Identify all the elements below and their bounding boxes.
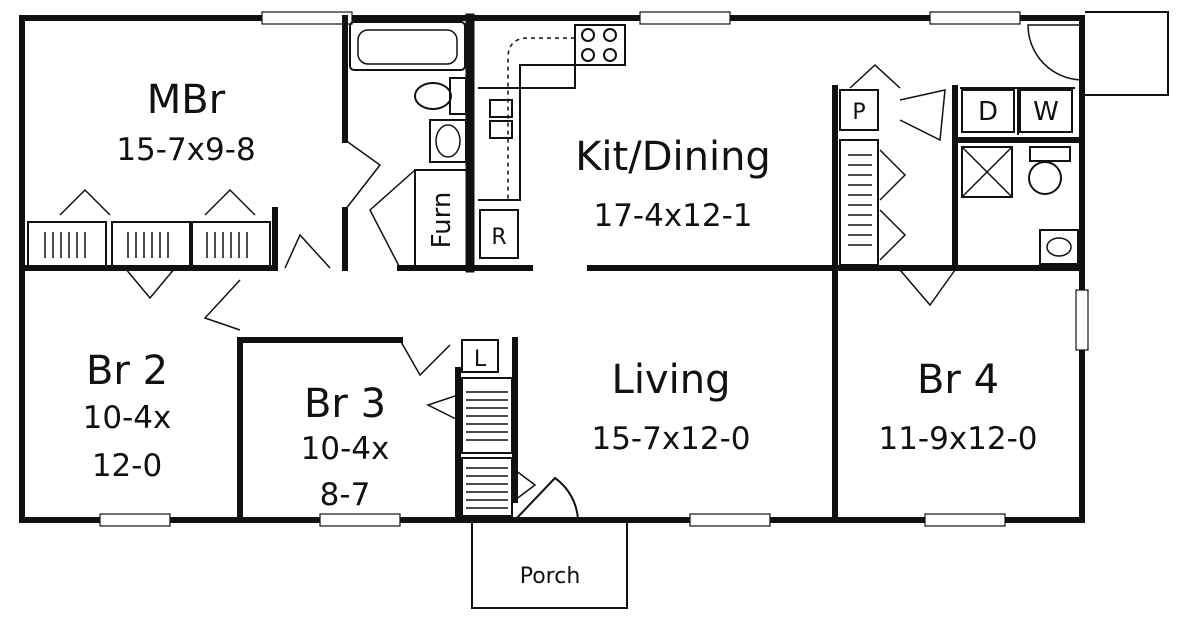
- dryer-label: D: [978, 97, 998, 127]
- furnace-label: Furn: [427, 192, 457, 249]
- living-name: Living: [612, 357, 731, 403]
- pantry-label: P: [852, 100, 865, 125]
- kitchen-fixtures: [414, 24, 626, 269]
- doors: [59, 63, 1078, 521]
- br2-name: Br 2: [86, 348, 168, 394]
- linen-label: L: [474, 347, 487, 372]
- mbr-size: 15-7x9-8: [116, 132, 255, 168]
- br2-size-line2: 12-0: [92, 448, 162, 484]
- washer-label: W: [1033, 97, 1059, 127]
- laundry-fixtures: [961, 146, 1079, 265]
- closet-shelves: [27, 139, 879, 517]
- br3-size-line1: 10-4x: [301, 431, 390, 467]
- porch-name: Porch: [520, 564, 581, 589]
- br4-name: Br 4: [917, 357, 999, 403]
- mbr-name: MBr: [147, 77, 226, 123]
- fixture-tags: R P D W L Furn: [427, 89, 1073, 373]
- room-labels: MBr 15-7x9-8 Kit/Dining 17-4x12-1 Br 2 1…: [83, 77, 1038, 589]
- kit-dining-name: Kit/Dining: [575, 134, 771, 180]
- kit-dining-size: 17-4x12-1: [593, 198, 752, 234]
- br2-size-line1: 10-4x: [83, 400, 172, 436]
- bathroom-fixtures: [349, 21, 467, 163]
- windows: [99, 11, 1089, 527]
- br3-name: Br 3: [304, 381, 386, 427]
- refrigerator-label: R: [491, 225, 506, 250]
- living-size: 15-7x12-0: [591, 421, 750, 457]
- porch-outline: [471, 522, 628, 609]
- br4-size: 11-9x12-0: [878, 421, 1037, 457]
- br3-size-line2: 8-7: [320, 477, 371, 513]
- entry-stoop: [1027, 11, 1169, 96]
